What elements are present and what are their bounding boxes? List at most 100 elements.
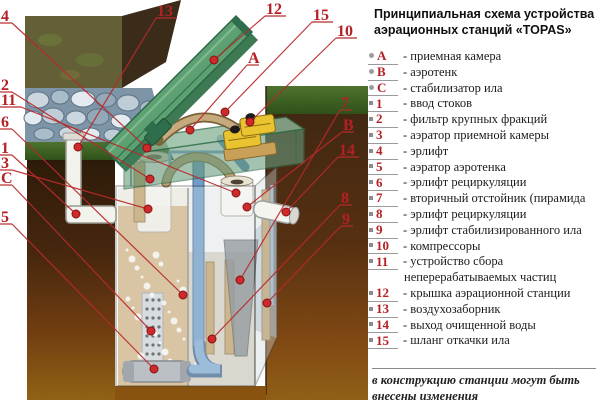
callout-label: 15: [313, 7, 329, 24]
callout-dot: [73, 142, 83, 152]
legend-item: 13 - воздухозаборник: [368, 302, 600, 318]
legend-bullet-icon: [369, 116, 373, 121]
callout-dot: [71, 209, 81, 219]
legend-key: 2: [376, 111, 383, 127]
station-lid-open: [102, 14, 258, 172]
legend-label: - приемная камера: [403, 49, 502, 63]
callout-dot: [262, 298, 272, 308]
legend-bullet-icon: [369, 290, 373, 295]
callout-dot: [145, 174, 155, 184]
legend-bullet-icon: [369, 101, 373, 106]
legend-item: 9 - эрлифт стабилизированного ила: [368, 223, 600, 239]
legend-bullet-icon: [369, 195, 373, 200]
legend-key: 12: [376, 285, 389, 301]
legend-item-wrap: неперерабатываемых частиц: [404, 270, 557, 285]
callout-label: 1: [1, 140, 9, 157]
callout-label: B: [343, 117, 354, 134]
legend-label: - аэратор аэротенка: [403, 159, 506, 174]
legend-key: 11: [376, 253, 389, 269]
outlet-pipe: [252, 200, 300, 225]
callout-dot: [146, 326, 156, 336]
legend-item: 2 - фильтр крупных фракций: [368, 112, 600, 128]
legend-key: 8: [376, 206, 383, 222]
callout-label: 3: [1, 155, 9, 172]
legend-key: 4: [376, 143, 383, 159]
legend-key: 7: [376, 190, 383, 206]
callout-dot: [207, 334, 217, 344]
callout-label: 9: [342, 211, 350, 228]
callout-label: 2: [1, 77, 9, 94]
callout-label: 7: [341, 95, 349, 112]
legend-item: 10- компрессоры: [368, 239, 600, 255]
legend-key: 1: [376, 95, 383, 111]
legend-item: B - аэротенк: [368, 65, 600, 81]
callout-dot: [235, 275, 245, 285]
legend-item: A - приемная камера: [368, 49, 600, 65]
legend-label: - крышка аэрационной станции: [403, 285, 571, 300]
legend-item: 6 - эрлифт рециркуляции: [368, 174, 600, 192]
legend-label: - аэратор приемной камеры: [403, 127, 549, 142]
legend-bullet-icon: [369, 306, 373, 311]
legend-label: - аэротенк: [403, 64, 458, 79]
legend-bullet-icon: [369, 259, 373, 264]
callout-label: 6: [1, 114, 9, 131]
legend-item: 15 - шланг откачки ила: [368, 332, 600, 350]
legend-key: 14: [376, 316, 389, 332]
legend-label: - эрлифт рециркуляции: [403, 175, 527, 190]
callout-label: 8: [341, 190, 349, 207]
callout-dot: [245, 117, 255, 127]
legend-key: 6: [376, 174, 383, 190]
legend-item: 3 - аэратор приемной камеры: [368, 128, 600, 144]
callout-label: 14: [339, 142, 355, 159]
settler-pyramid: [223, 239, 259, 357]
legend-key: B: [377, 64, 386, 80]
legend-bullet-icon: [369, 243, 373, 248]
legend-item: C - стабилизатор ила: [368, 81, 600, 97]
legend-key: 9: [376, 222, 383, 238]
callout-dot: [142, 143, 152, 153]
legend-bullet-icon: [369, 69, 374, 75]
legend-key: A: [377, 48, 387, 64]
legend-label: - шланг откачки ила: [403, 333, 510, 348]
legend-key: 15: [376, 332, 389, 348]
callout-label: C: [1, 170, 13, 187]
callout-dot: [185, 125, 195, 135]
callout-label: A: [248, 50, 260, 67]
callout-label: 5: [1, 209, 9, 226]
legend-label: - компрессоры: [403, 238, 481, 253]
legend-key: 13: [376, 301, 389, 317]
legend-label: - воздухозаборник: [403, 301, 501, 316]
legend-label: - эрлифт стабилизированного ила: [403, 222, 582, 237]
legend-item: 7 - вторичный отстойник (пирамида: [368, 191, 600, 207]
callout-dot: [209, 55, 219, 65]
callout-dot: [242, 202, 252, 212]
legend-bullet-icon: [369, 322, 373, 327]
legend-label: - фильтр крупных фракций: [403, 112, 548, 127]
legend-bullet-icon: [369, 132, 373, 137]
callout-label: 4: [1, 8, 9, 25]
legend-bullet-icon: [369, 164, 373, 169]
legend-label: - устройство сбора: [403, 254, 504, 269]
legend-label: - вторичный отстойник (пирамида: [403, 191, 586, 206]
legend-key: 3: [376, 127, 383, 143]
legend-bullet-icon: [369, 53, 374, 59]
callout-label: 12: [266, 1, 282, 18]
callout-dot: [220, 107, 230, 117]
legend-label: - ввод стоков: [403, 96, 473, 111]
legend-key: C: [377, 79, 387, 95]
inlet-pipe: [62, 132, 117, 224]
callout-label: 13: [157, 3, 173, 20]
legend-label: - стабилизатор ила: [403, 80, 503, 95]
legend-bullet-icon: [369, 338, 373, 343]
legend-label: - эрлифт: [403, 143, 449, 158]
callout-dot: [149, 364, 159, 374]
callout-dot: [281, 207, 291, 217]
legend-bullet-icon: [369, 211, 373, 216]
legend-item: 12 - крышка аэрационной станции: [368, 286, 600, 302]
